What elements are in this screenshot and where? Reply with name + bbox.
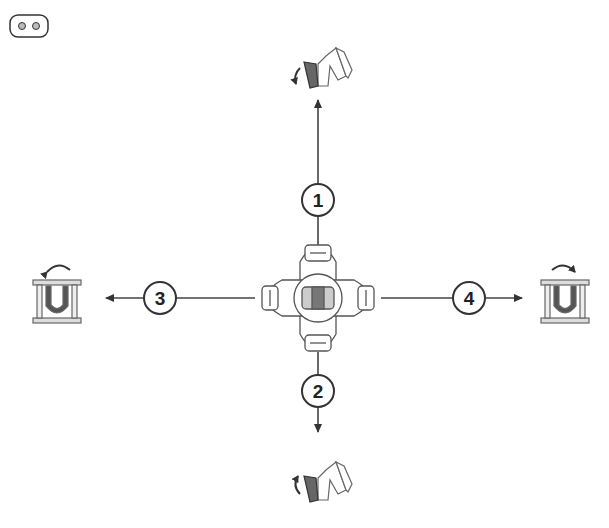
callout-circle: 4 — [452, 281, 486, 315]
callout-circle: 3 — [143, 281, 177, 315]
callout-number: 1 — [313, 191, 324, 210]
callout-number: 3 — [155, 289, 166, 308]
callout-number: 2 — [313, 382, 324, 401]
callout-circle: 2 — [301, 374, 335, 408]
callout-number: 4 — [464, 289, 475, 308]
callout-circle: 1 — [301, 183, 335, 217]
